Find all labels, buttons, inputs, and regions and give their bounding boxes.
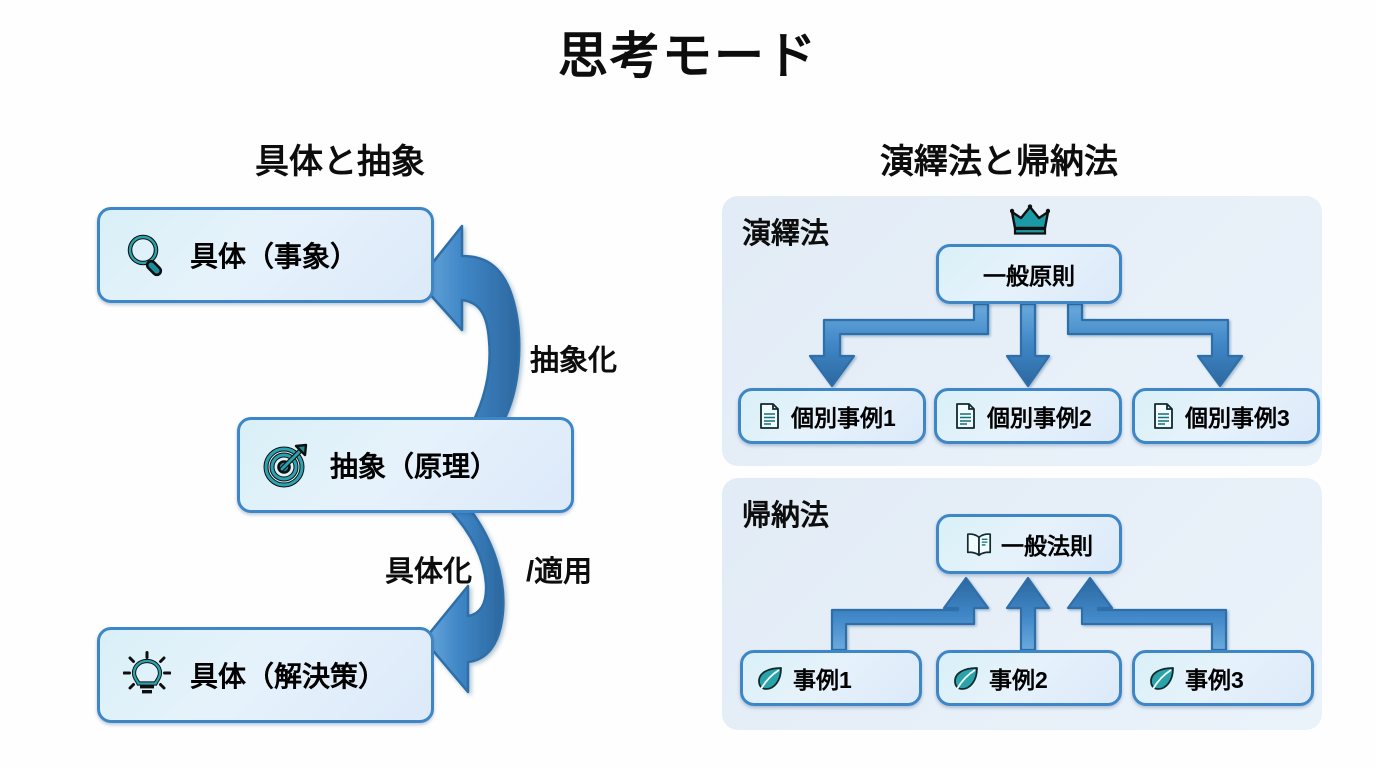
document-icon <box>755 402 783 430</box>
panel-label-deductive: 演繹法 <box>742 218 830 250</box>
panel-label-inductive: 帰納法 <box>742 500 830 532</box>
node-label: 具体（事象） <box>190 241 359 272</box>
document-icon <box>1149 402 1177 430</box>
deductive-arrows <box>808 302 1244 388</box>
magnifier-icon <box>118 226 176 284</box>
node-label: 個別事例1 <box>791 405 896 431</box>
leaf-icon <box>953 664 981 692</box>
node-general-principle[interactable]: 一般原則 <box>936 244 1122 304</box>
node-label: 抽象（原理） <box>330 451 499 482</box>
node-label: 具体（解決策） <box>190 661 387 692</box>
node-label: 事例2 <box>989 667 1048 693</box>
document-icon <box>951 402 979 430</box>
node-concrete-event[interactable]: 具体（事象） <box>97 207 434 303</box>
node-case-1[interactable]: 事例1 <box>740 650 922 706</box>
node-case-3[interactable]: 事例3 <box>1132 650 1314 706</box>
target-icon <box>258 436 316 494</box>
node-individual-case-2[interactable]: 個別事例2 <box>934 388 1122 444</box>
abstraction-arrow <box>416 224 521 426</box>
crown-icon <box>1009 204 1051 238</box>
node-abstract-principle[interactable]: 抽象（原理） <box>237 417 574 513</box>
node-label: 一般原則 <box>983 263 1075 289</box>
concretize-arrow <box>422 508 505 694</box>
lightbulb-icon <box>118 646 176 704</box>
edge-label-concretize-b: /適用 <box>526 556 593 588</box>
node-label: 事例3 <box>1185 667 1244 693</box>
node-case-2[interactable]: 事例2 <box>936 650 1122 706</box>
node-label: 個別事例3 <box>1185 405 1290 431</box>
left-cycle-arrows <box>416 224 521 694</box>
node-label: 個別事例2 <box>987 405 1092 431</box>
panel-deductive: 演繹法 一般原 <box>722 196 1322 466</box>
edge-label-abstraction: 抽象化 <box>530 345 618 377</box>
node-individual-case-1[interactable]: 個別事例1 <box>738 388 926 444</box>
panel-inductive: 帰納法 一般法則 <box>722 478 1322 730</box>
right-section-title: 演繹法と帰納法 <box>880 143 1118 181</box>
node-label: 一般法則 <box>1001 533 1093 559</box>
edge-label-concretize: 具体化/適用 <box>385 548 592 590</box>
inductive-arrows <box>830 576 1228 652</box>
node-individual-case-3[interactable]: 個別事例3 <box>1132 388 1320 444</box>
book-icon <box>965 530 993 558</box>
left-section-title: 具体と抽象 <box>255 143 425 181</box>
node-label: 事例1 <box>793 667 852 693</box>
page-title: 思考モード <box>558 28 818 84</box>
leaf-icon <box>1149 664 1177 692</box>
edge-label-concretize-a: 具体化 <box>385 556 473 588</box>
leaf-icon <box>757 664 785 692</box>
node-concrete-solution[interactable]: 具体（解決策） <box>97 627 434 723</box>
node-general-law[interactable]: 一般法則 <box>936 514 1122 574</box>
